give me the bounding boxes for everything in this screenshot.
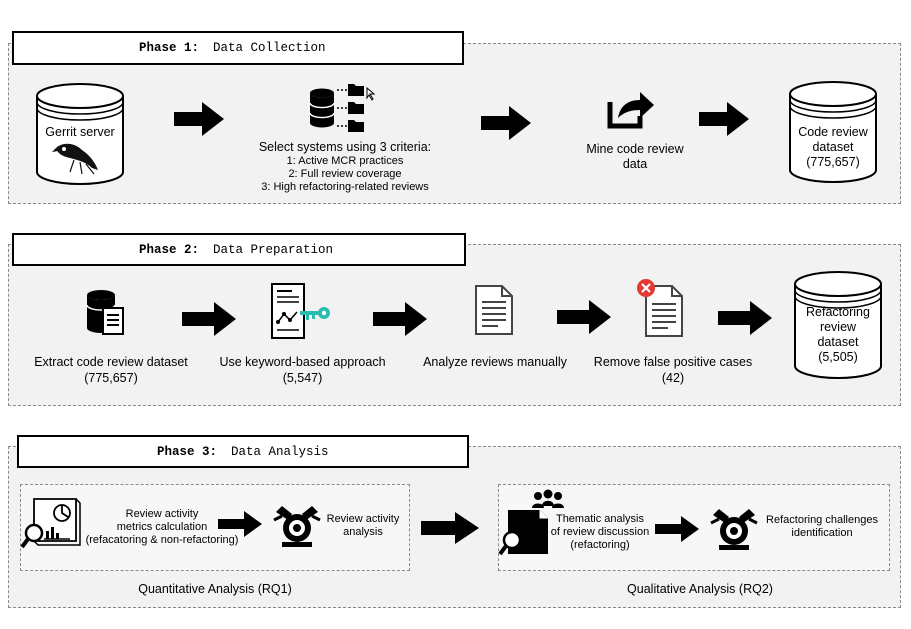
gerrit-server-label: Gerrit server [45, 125, 115, 139]
analyze-label: Analyze reviews manually [423, 355, 567, 369]
quant-line3: (refacatoring & non-refactoring) [85, 534, 239, 546]
review-activity-line2: analysis [343, 526, 383, 538]
extract-label: Extract code review dataset [34, 355, 188, 369]
gerrit-server-database-icon [36, 83, 124, 185]
database-document-icon [86, 290, 124, 335]
quant-line2: metrics calculation [116, 521, 208, 533]
arrow-right-icon [699, 102, 749, 136]
keyword-label: Use keyword-based approach [219, 355, 386, 369]
refactoring-dataset-line1: Refactoring [806, 305, 870, 319]
gear-hands-icon [273, 506, 321, 547]
qual-line1: Thematic analysis [555, 513, 645, 525]
report-magnifier-icon [20, 498, 81, 549]
phase3-title: Data Analysis [231, 444, 329, 459]
phase3-header: Phase 3: Data Analysis [17, 435, 469, 468]
qual-line3: (refactoring) [570, 539, 630, 551]
phase1-panel [8, 43, 901, 204]
phase2-header: Phase 2: Data Preparation [12, 233, 466, 266]
refactoring-dataset-line3: dataset [817, 335, 859, 349]
qualitative-caption: Qualitative Analysis (RQ2) [627, 582, 773, 596]
mine-label-line1: Mine code review [586, 142, 684, 156]
phase1-header: Phase 1: Data Collection [12, 31, 464, 65]
arrow-right-icon [421, 512, 479, 544]
remove-label: Remove false positive cases [593, 355, 753, 369]
code-review-dataset-line3: (775,657) [806, 155, 860, 169]
phase3-number: Phase 3: [157, 444, 218, 459]
document-key-icon [271, 283, 330, 339]
share-icon [607, 92, 654, 129]
criterion-1: 1: Active MCR practices [286, 155, 404, 167]
refactoring-dataset-line2: review [819, 320, 857, 334]
database-icon [309, 88, 335, 128]
code-review-dataset-line2: dataset [812, 140, 854, 154]
arrow-right-icon [373, 302, 427, 336]
arrow-right-icon [557, 300, 611, 334]
quant-line1: Review activity [125, 508, 199, 520]
folder-icon [337, 84, 376, 132]
select-systems-title: Select systems using 3 criteria: [258, 140, 432, 154]
arrow-right-icon [218, 511, 262, 537]
code-review-dataset-line1: Code review [798, 125, 868, 139]
gear-hands-icon [710, 509, 758, 550]
refactoring-dataset-database-icon [794, 271, 882, 379]
arrow-right-icon [718, 301, 772, 335]
qual-line2: of review discussion [550, 526, 650, 538]
phase1-number: Phase 1: [139, 41, 200, 55]
phase2-title: Data Preparation [213, 242, 334, 257]
challenges-line1: Refactoring challenges [766, 514, 878, 526]
document-error-icon [637, 279, 683, 337]
extract-count: (775,657) [84, 371, 138, 385]
remove-count: (42) [661, 371, 685, 385]
challenges-line2: identification [791, 527, 853, 539]
arrow-right-icon [481, 106, 531, 140]
code-review-dataset-database-icon [789, 81, 877, 183]
mine-label-line2: data [622, 157, 648, 171]
arrow-right-icon [655, 516, 699, 542]
criterion-3: 3: High refactoring-related reviews [261, 181, 429, 193]
quantitative-caption: Quantitative Analysis (RQ1) [138, 582, 292, 596]
review-activity-line1: Review activity [326, 513, 400, 525]
refactoring-dataset-line4: (5,505) [818, 350, 858, 364]
keyword-count: (5,547) [282, 371, 323, 385]
criterion-2: 2: Full review coverage [288, 168, 402, 180]
people-document-icon [498, 489, 564, 556]
quantitative-panel [20, 484, 410, 571]
arrow-right-icon [174, 102, 224, 136]
bird-logo-icon [52, 143, 98, 175]
phase2-number: Phase 2: [139, 242, 200, 257]
document-icon [475, 285, 513, 335]
phase1-title: Data Collection [213, 41, 326, 55]
arrow-right-icon [182, 302, 236, 336]
